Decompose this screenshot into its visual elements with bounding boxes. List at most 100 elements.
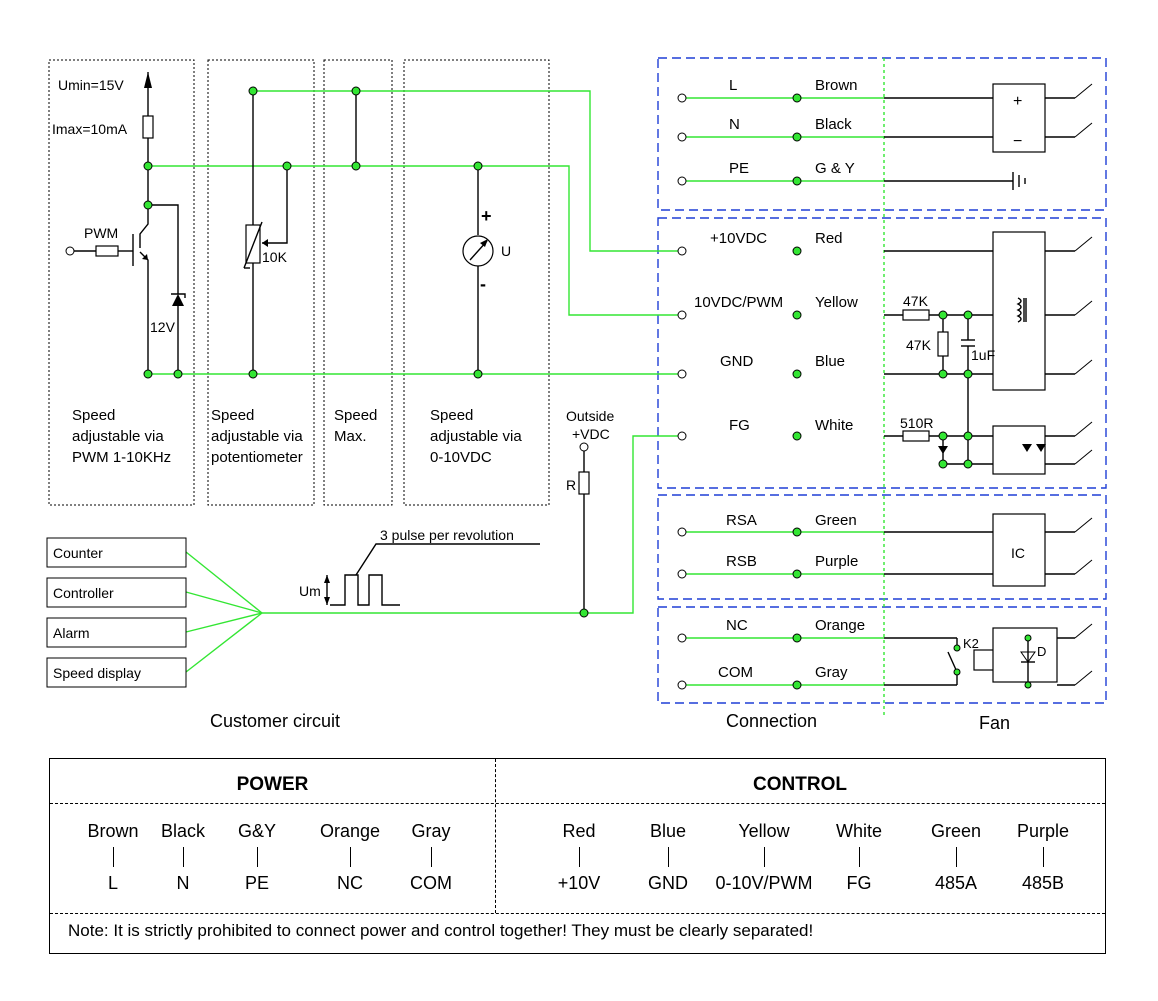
resistor-r	[578, 471, 590, 495]
zener-label: 12V	[150, 319, 176, 335]
color-purple: Purple	[815, 553, 858, 570]
wire-counter	[185, 551, 263, 614]
section-pot-line1: Speed	[211, 407, 254, 424]
meter-plus: +	[481, 206, 492, 226]
color-red: Red	[815, 230, 843, 247]
color-black: Black	[815, 116, 852, 133]
signal-com: COM	[718, 664, 753, 681]
k2-label: K2	[963, 636, 979, 651]
resistor-47k-a	[902, 309, 930, 321]
color-brown: Brown	[815, 77, 858, 94]
um-label: Um	[299, 583, 321, 599]
color-white: White	[815, 417, 853, 434]
color-gray: Gray	[815, 664, 848, 681]
junction-nodes	[65, 86, 1032, 690]
signal-l: L	[729, 77, 737, 94]
psu-plus: +	[1013, 93, 1022, 110]
signal-10vdc-pwm: 10VDC/PWM	[694, 294, 783, 311]
connection-caption: Connection	[726, 711, 817, 731]
section-volt-box	[403, 59, 550, 506]
section-pwm-line3: PWM 1-10KHz	[72, 449, 171, 466]
section-max-line1: Speed	[334, 407, 377, 424]
outside-line2: +VDC	[572, 426, 610, 442]
fan-output-terminals	[1074, 83, 1093, 686]
resistor-imax	[142, 115, 154, 139]
control-group-box	[657, 217, 1107, 489]
r47-a-label: 47K	[903, 293, 929, 309]
cap-label: 1uF	[971, 347, 995, 363]
pulse-waveform	[330, 574, 400, 606]
section-volt-line2: adjustable via	[430, 428, 522, 445]
color-blue: Blue	[815, 353, 845, 370]
color-yellow: Yellow	[815, 294, 858, 311]
pwm-label: PWM	[84, 225, 118, 241]
wire-control	[148, 165, 682, 316]
d-label: D	[1037, 644, 1046, 659]
ic-label: IC	[1011, 545, 1025, 561]
legend-divider	[495, 759, 496, 913]
r-label: R	[566, 477, 576, 493]
signal-pe: PE	[729, 160, 749, 177]
color-green: Green	[815, 512, 857, 529]
relay-switch-icon	[947, 651, 958, 673]
section-pwm-box	[48, 59, 195, 506]
resistor-pwm	[95, 245, 119, 257]
ic-block	[992, 513, 1046, 587]
control-title: CONTROL	[753, 774, 847, 795]
power-title: POWER	[236, 774, 309, 795]
device-alarm	[46, 617, 187, 648]
signal-rsb: RSB	[726, 553, 757, 570]
signal-rsa: RSA	[726, 512, 757, 529]
section-pwm-line1: Speed	[72, 407, 115, 424]
pot-label: 10K	[262, 249, 288, 265]
psu-minus: −	[1013, 133, 1022, 150]
meter-minus: -	[480, 274, 486, 294]
device-controller	[46, 577, 187, 608]
signal-10vdc: +10VDC	[710, 230, 767, 247]
signal-gnd: GND	[720, 353, 754, 370]
optocoupler-block	[992, 425, 1046, 475]
power-group-box	[657, 57, 1107, 211]
section-pwm-line2: adjustable via	[72, 428, 164, 445]
device-counter-label: Counter	[53, 545, 103, 561]
section-max-box	[323, 59, 393, 506]
wire-speed-display	[185, 612, 263, 673]
up-arrow-icon	[144, 72, 152, 88]
meter-u-label: U	[501, 243, 511, 259]
wire-controller	[185, 591, 263, 614]
diode-icon	[938, 446, 948, 454]
section-pot-line3: potentiometer	[211, 449, 303, 466]
section-pot-box	[207, 59, 315, 506]
umin-label: Umin=15V	[58, 77, 124, 93]
section-max-line2: Max.	[334, 428, 367, 445]
color-orange: Orange	[815, 617, 865, 634]
pulse-label: 3 pulse per revolution	[380, 527, 514, 543]
transformer-icon	[1016, 297, 1022, 323]
rs485-group-box	[657, 494, 1107, 600]
zener-diode-icon	[172, 294, 184, 306]
outside-line1: Outside	[566, 408, 614, 424]
customer-circuit-caption: Customer circuit	[210, 711, 340, 731]
signal-fg: FG	[729, 417, 750, 434]
section-pot-line2: adjustable via	[211, 428, 303, 445]
device-controller-label: Controller	[53, 585, 114, 601]
legend-control-red: Red+10V	[557, 821, 601, 893]
device-speed-display-label: Speed display	[53, 665, 141, 681]
imax-label: Imax=10mA	[52, 121, 128, 137]
safety-note: Note: It is strictly prohibited to conne…	[68, 921, 814, 940]
signal-nc: NC	[726, 617, 748, 634]
device-alarm-label: Alarm	[53, 625, 90, 641]
r47-b-label: 47K	[906, 337, 932, 353]
resistor-510r	[902, 430, 930, 442]
r510-label: 510R	[900, 415, 933, 431]
psu-block	[992, 83, 1046, 153]
